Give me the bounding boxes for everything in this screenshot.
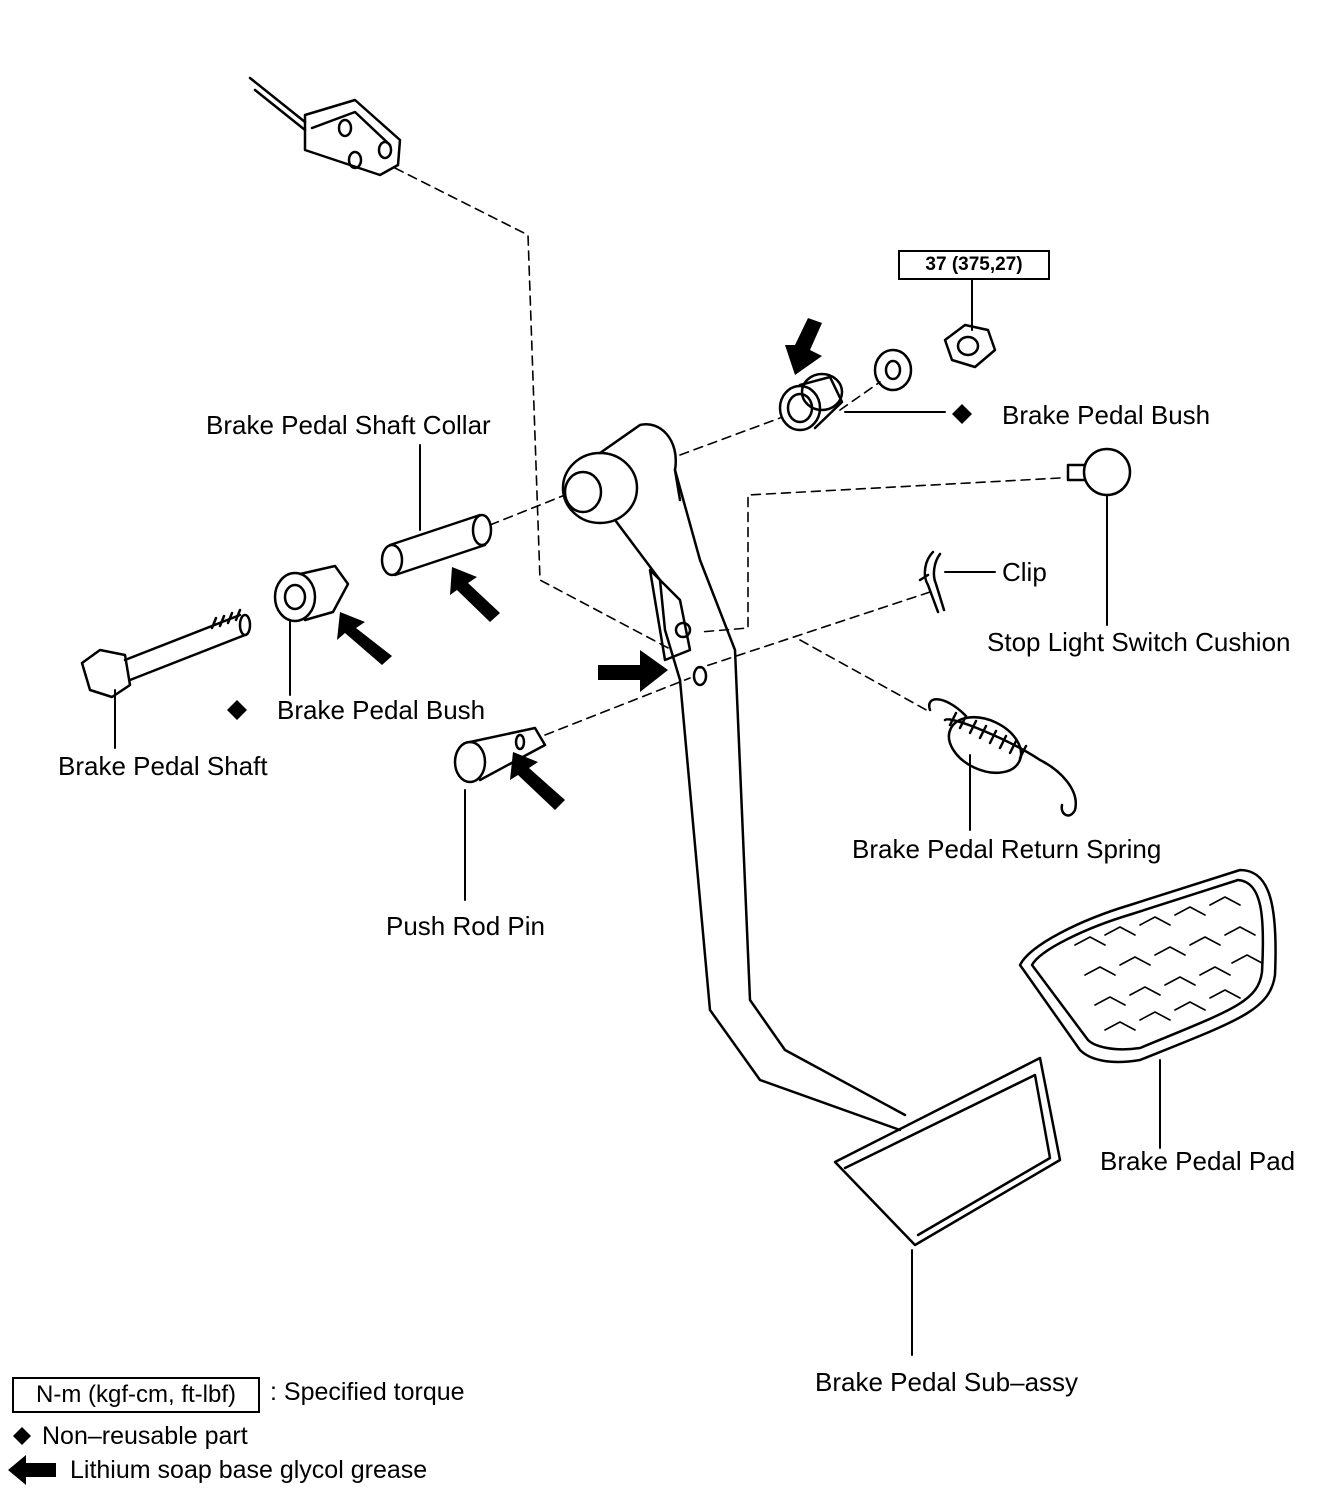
bush-left-part [273, 564, 350, 623]
label-return-spring: Brake Pedal Return Spring [852, 834, 1162, 864]
legend-torque-desc: : Specified torque [270, 1378, 465, 1406]
pedal-foot [833, 1056, 1062, 1247]
pedal-arm [561, 422, 907, 1132]
label-pedal-shaft: Brake Pedal Shaft [58, 751, 268, 781]
legend-grease: Lithium soap base glycol grease [70, 1456, 428, 1484]
clip-part [918, 550, 946, 614]
return-spring-part [927, 698, 1078, 817]
shaft-collar-part [380, 513, 493, 577]
legend-diamond-icon [13, 1427, 31, 1445]
grease-arrow-icon [337, 612, 392, 665]
label-stop-light-cushion: Stop Light Switch Cushion [987, 627, 1291, 657]
cushion-part [1066, 447, 1132, 497]
lock-washer [873, 348, 913, 392]
push-rod-clevis [248, 76, 402, 177]
label-pedal-sub-assy: Brake Pedal Sub–assy [815, 1367, 1079, 1397]
legend-grease-icon [8, 1455, 56, 1485]
diamond-icon [227, 700, 247, 720]
nonreusable-diamond-icons [13, 404, 972, 1445]
pedal-shaft-part [80, 608, 252, 699]
label-pedal-pad: Brake Pedal Pad [1100, 1146, 1296, 1176]
label-push-rod-pin: Push Rod Pin [386, 911, 545, 941]
grease-arrow-icons [8, 318, 822, 1485]
label-shaft-collar: Brake Pedal Shaft Collar [206, 410, 491, 440]
grease-arrow-icon [598, 650, 668, 692]
grease-arrow-icon [510, 752, 565, 810]
grease-arrow-icon [450, 567, 500, 622]
diamond-icon [952, 404, 972, 424]
legend-nonreusable: Non–reusable part [42, 1422, 248, 1450]
assembly-dash-lines [394, 167, 1061, 736]
legend-torque-unit-box: N-m (kgf-cm, ft-lbf) [12, 1377, 260, 1413]
grease-arrow-icon [785, 318, 822, 375]
label-bush-left: Brake Pedal Bush [277, 695, 486, 725]
nut [943, 323, 997, 369]
torque-spec-box: 37 (375,27) [898, 250, 1050, 280]
label-clip: Clip [1002, 557, 1047, 587]
leader-lines [114, 279, 1161, 1356]
bush-top-part [778, 372, 844, 432]
label-bush-top: Brake Pedal Bush [1002, 400, 1211, 430]
pedal-pad-part [1018, 868, 1277, 1064]
